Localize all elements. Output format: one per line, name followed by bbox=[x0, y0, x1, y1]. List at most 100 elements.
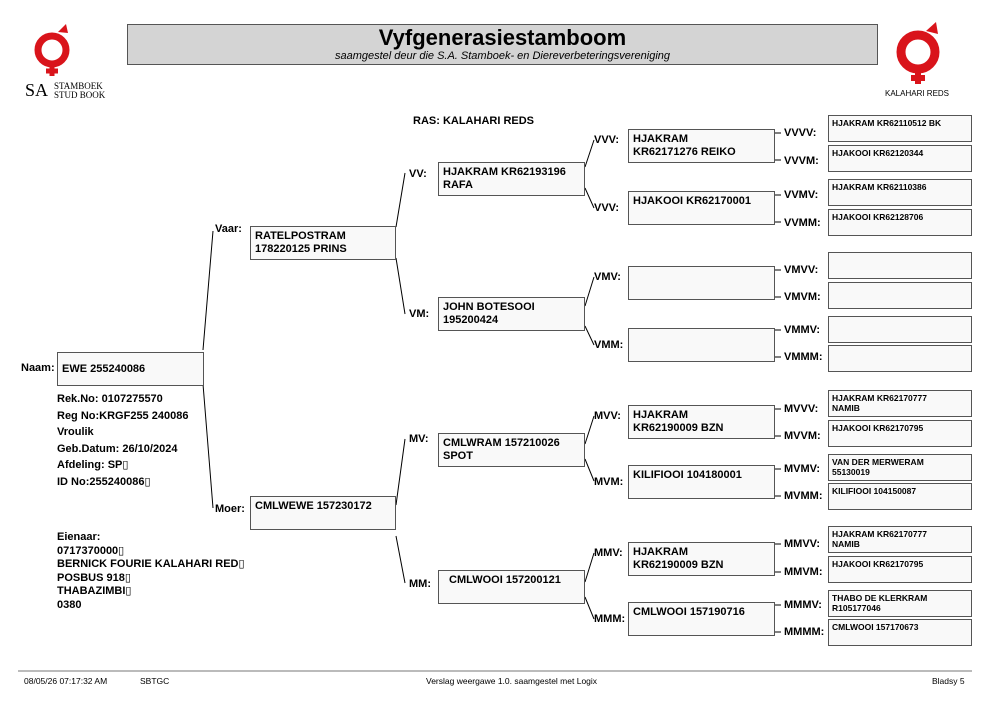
gen4-label-2: VVMV: bbox=[784, 189, 819, 201]
gen4-label-5: VMVM: bbox=[784, 291, 821, 303]
studbook-line: STUD BOOK bbox=[54, 90, 106, 100]
gen2-name-vm: JOHN BOTESOOI 195200424 bbox=[443, 301, 535, 326]
gen4-name-15: CMLWOOI 157170673 bbox=[832, 622, 919, 632]
gen3-label-5: MVM: bbox=[594, 476, 624, 488]
owner-postbox: POSBUS 918▯ bbox=[57, 571, 131, 584]
gen4-box-5 bbox=[828, 282, 972, 309]
gen4-name-11: KILIFIOOI 104150087 bbox=[832, 486, 917, 496]
gen3-box-7: CMLWOOI 157190716 bbox=[628, 602, 775, 636]
gen4-name-0: HJAKRAM KR62110512 BK bbox=[832, 118, 942, 128]
detail-regno: Reg No:KRGF255 240086 bbox=[57, 409, 189, 422]
stamboek-line: STAMBOEK bbox=[54, 81, 103, 91]
owner-heading: Eienaar: bbox=[57, 531, 101, 543]
gen3-label-2: VMV: bbox=[594, 271, 621, 283]
gen4-box-15: CMLWOOI 157170673 bbox=[828, 619, 972, 646]
gen3-name-7: CMLWOOI 157190716 bbox=[633, 606, 745, 618]
kalahari-reds-label: KALAHARI REDS bbox=[885, 89, 950, 98]
gen3-name-1: HJAKOOI KR62170001 bbox=[633, 195, 752, 207]
gen4-box-11: KILIFIOOI 104150087 bbox=[828, 483, 972, 510]
gen4-box-7 bbox=[828, 345, 972, 372]
owner-block: Eienaar:0717370000▯BERNICK FOURIE KALAHA… bbox=[57, 531, 245, 612]
stamboek-symbol-icon bbox=[34, 24, 70, 76]
sire-label: Vaar: bbox=[215, 223, 242, 235]
gen4-name-3: HJAKOOI KR62128706 bbox=[832, 212, 924, 222]
title-banner: Vyfgenerasiestamboom saamgestel deur die… bbox=[127, 24, 878, 65]
gen4-box-3: HJAKOOI KR62128706 bbox=[828, 209, 972, 236]
gen3-name-6: HJAKRAM KR62190009 BZN bbox=[633, 546, 724, 571]
page-subtitle: saamgestel deur die S.A. Stamboek- en Di… bbox=[334, 50, 671, 62]
footer-page: Bladsy 5 bbox=[932, 676, 965, 686]
sire-name: RATELPOSTRAM 178220125 PRINS bbox=[255, 230, 347, 255]
gen2-box-mv: CMLWRAM 157210026 SPOT bbox=[438, 433, 585, 467]
gen3-label-7: MMM: bbox=[594, 613, 626, 625]
gen4-label-11: MVMM: bbox=[784, 490, 823, 502]
gen4-box-2: HJAKRAM KR62110386 bbox=[828, 179, 972, 206]
kalahari-reds-logo: KALAHARI REDS bbox=[880, 22, 960, 102]
detail-sex: Vroulik bbox=[57, 426, 94, 438]
subject-box: EWE 255240086 bbox=[57, 352, 204, 386]
gen2-label-vv: VV: bbox=[409, 168, 427, 180]
gen4-name-13: HJAKOOI KR62170795 bbox=[832, 559, 924, 569]
footer-version: Verslag weergawe 1.0. saamgestel met Log… bbox=[426, 676, 598, 686]
kalahari-reds-symbol-icon bbox=[896, 22, 940, 84]
gen4-name-1: HJAKOOI KR62120344 bbox=[832, 148, 924, 158]
gen2-label-mm: MM: bbox=[409, 578, 431, 590]
gen4-label-14: MMMV: bbox=[784, 599, 822, 611]
gen4-name-9: HJAKOOI KR62170795 bbox=[832, 423, 924, 433]
gen4-label-6: VMMV: bbox=[784, 324, 821, 336]
gen3-box-6: HJAKRAM KR62190009 BZN bbox=[628, 542, 775, 576]
detail-birthdate: Geb.Datum: 26/10/2024 bbox=[57, 442, 178, 455]
owner-phone: 0717370000▯ bbox=[57, 544, 125, 557]
gen2-name-mv: CMLWRAM 157210026 SPOT bbox=[443, 437, 560, 462]
gen4-label-8: MVVV: bbox=[784, 403, 819, 415]
gen4-label-10: MVMV: bbox=[784, 463, 821, 475]
gen4-label-12: MMVV: bbox=[784, 538, 821, 550]
gen4-box-12: HJAKRAM KR62170777 NAMIB bbox=[828, 526, 972, 553]
subject-name: EWE 255240086 bbox=[62, 363, 146, 375]
gen4-label-13: MMVM: bbox=[784, 566, 823, 578]
dam-label: Moer: bbox=[215, 503, 245, 515]
gen3-name-4: HJAKRAM KR62190009 BZN bbox=[633, 409, 724, 434]
gen4-box-4 bbox=[828, 252, 972, 279]
sa-letters: SA bbox=[25, 80, 49, 100]
gen3-box-5: KILIFIOOI 104180001 bbox=[628, 465, 775, 499]
gen2-name-vv: HJAKRAM KR62193196 RAFA bbox=[443, 166, 566, 191]
page-title: Vyfgenerasiestamboom bbox=[378, 25, 627, 50]
gen3-label-3: VMM: bbox=[594, 339, 624, 351]
stamboek-logo: SA STAMBOEK STUD BOOK bbox=[22, 22, 107, 102]
gen4-box-10: VAN DER MERWERAM 55130019 bbox=[828, 454, 972, 481]
detail-section: Afdeling: SP▯ bbox=[57, 459, 129, 471]
gen3-label-1: VVV: bbox=[594, 202, 620, 214]
gen4-box-13: HJAKOOI KR62170795 bbox=[828, 556, 972, 583]
gen2-box-vv: HJAKRAM KR62193196 RAFA bbox=[438, 162, 585, 196]
gen4-label-15: MMMM: bbox=[784, 626, 825, 638]
owner-postcode: 0380 bbox=[57, 598, 82, 611]
gen4-name-14: THABO DE KLERKRAM R105177046 bbox=[832, 593, 928, 613]
gen3-box-1: HJAKOOI KR62170001 bbox=[628, 191, 775, 225]
gen3-box-2 bbox=[628, 266, 775, 300]
owner-name: BERNICK FOURIE KALAHARI RED▯ bbox=[57, 558, 245, 570]
gen2-box-mm: CMLWOOI 157200121 bbox=[438, 570, 585, 604]
subject-label: Naam: bbox=[21, 362, 55, 374]
gen3-box-3 bbox=[628, 328, 775, 362]
gen3-label-0: VVV: bbox=[594, 134, 620, 146]
gen3-label-4: MVV: bbox=[594, 410, 621, 422]
gen4-box-0: HJAKRAM KR62110512 BK bbox=[828, 115, 972, 142]
gen4-name-2: HJAKRAM KR62110386 bbox=[832, 182, 927, 192]
gen2-label-vm: VM: bbox=[409, 308, 430, 320]
gen4-box-9: HJAKOOI KR62170795 bbox=[828, 420, 972, 447]
gen4-label-4: VMVV: bbox=[784, 264, 819, 276]
gen2-box-vm: JOHN BOTESOOI 195200424 bbox=[438, 297, 585, 331]
gen4-label-0: VVVV: bbox=[784, 127, 817, 139]
gen3-name-0: HJAKRAM KR62171276 REIKO bbox=[633, 133, 736, 158]
gen4-label-7: VMMM: bbox=[784, 351, 823, 363]
sire-box: RATELPOSTRAM 178220125 PRINS bbox=[250, 226, 396, 260]
gen4-name-8: HJAKRAM KR62170777 NAMIB bbox=[832, 393, 927, 413]
gen2-name-mm: CMLWOOI 157200121 bbox=[449, 574, 561, 586]
gen4-box-6 bbox=[828, 316, 972, 343]
gen3-box-4: HJAKRAM KR62190009 BZN bbox=[628, 405, 775, 439]
dam-box: CMLWEWE 157230172 bbox=[250, 496, 396, 530]
dam-name: CMLWEWE 157230172 bbox=[255, 500, 372, 512]
